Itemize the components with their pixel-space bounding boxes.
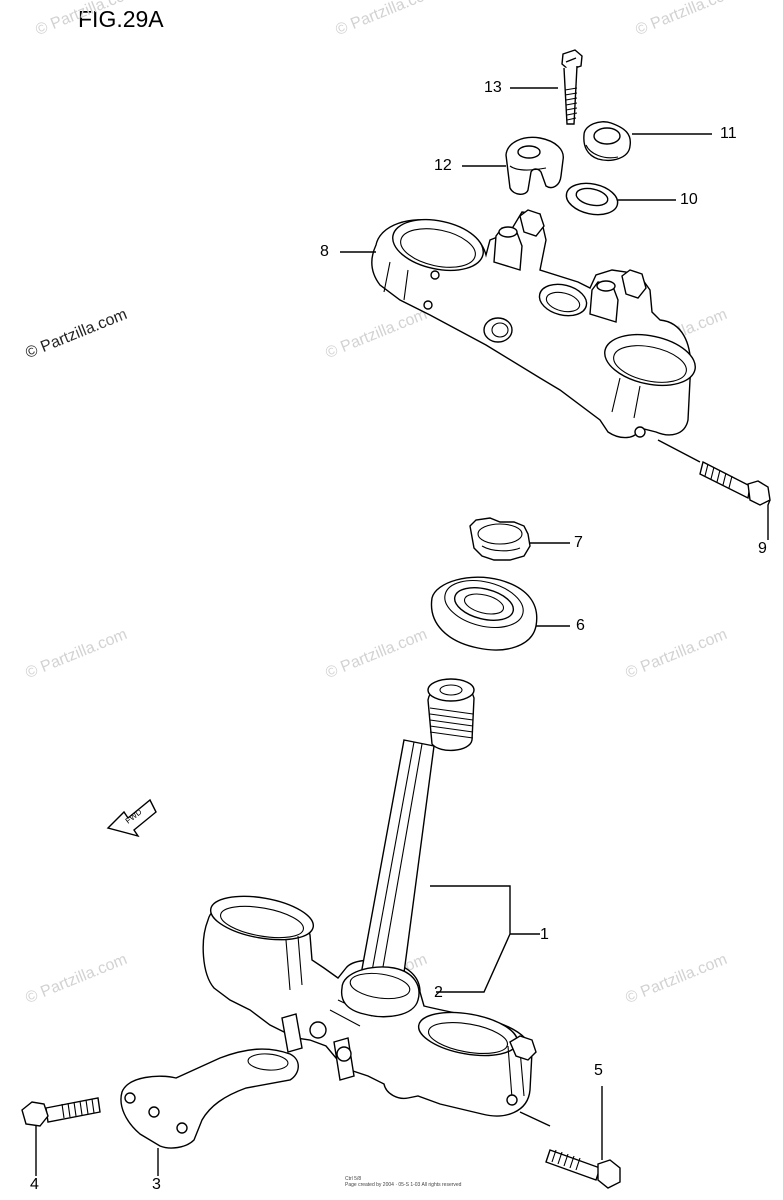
part-5-bolt[interactable] — [546, 1150, 620, 1188]
callout-9[interactable]: 9 — [758, 540, 767, 557]
callout-12[interactable]: 12 — [434, 157, 452, 174]
fwd-direction-arrow: FWD — [108, 800, 156, 836]
callout-11[interactable]: 11 — [720, 125, 737, 142]
part-12-handlebar-clamp[interactable] — [506, 137, 563, 194]
callout-5[interactable]: 5 — [594, 1062, 603, 1079]
footer-line-2: Page created by 2004 · 05-S 1-03 All rig… — [345, 1182, 462, 1188]
callout-2[interactable]: 2 — [434, 984, 443, 1001]
footer-line-1: Ctrl 5/8 — [345, 1176, 362, 1182]
callout-6[interactable]: 6 — [576, 617, 585, 634]
figure-title: FIG.29A — [78, 6, 164, 32]
part-6-bearing[interactable] — [431, 573, 536, 650]
part-9-bolt[interactable] — [700, 462, 770, 505]
part-1-steering-stem[interactable] — [203, 679, 536, 1116]
callout-4[interactable]: 4 — [30, 1176, 39, 1193]
part-3-bracket[interactable] — [121, 1049, 298, 1148]
footer-fine-print: Ctrl 5/8 Page created by 2004 · 05-S 1-0… — [345, 1176, 461, 1188]
callout-1[interactable]: 1 — [540, 926, 549, 943]
part-13-bolt[interactable] — [562, 50, 582, 124]
part-7-lock-nut[interactable] — [470, 518, 530, 560]
part-11-nut[interactable] — [584, 122, 630, 161]
callout-13[interactable]: 13 — [484, 79, 502, 96]
part-10-washer[interactable] — [563, 179, 620, 219]
part-4-bolt[interactable] — [22, 1098, 100, 1126]
callout-3[interactable]: 3 — [152, 1176, 161, 1193]
part-8-upper-bracket[interactable] — [372, 210, 700, 438]
callout-10[interactable]: 10 — [680, 191, 698, 208]
callout-7[interactable]: 7 — [574, 534, 583, 551]
callout-8[interactable]: 8 — [320, 243, 329, 260]
leader-lines — [36, 88, 770, 1176]
